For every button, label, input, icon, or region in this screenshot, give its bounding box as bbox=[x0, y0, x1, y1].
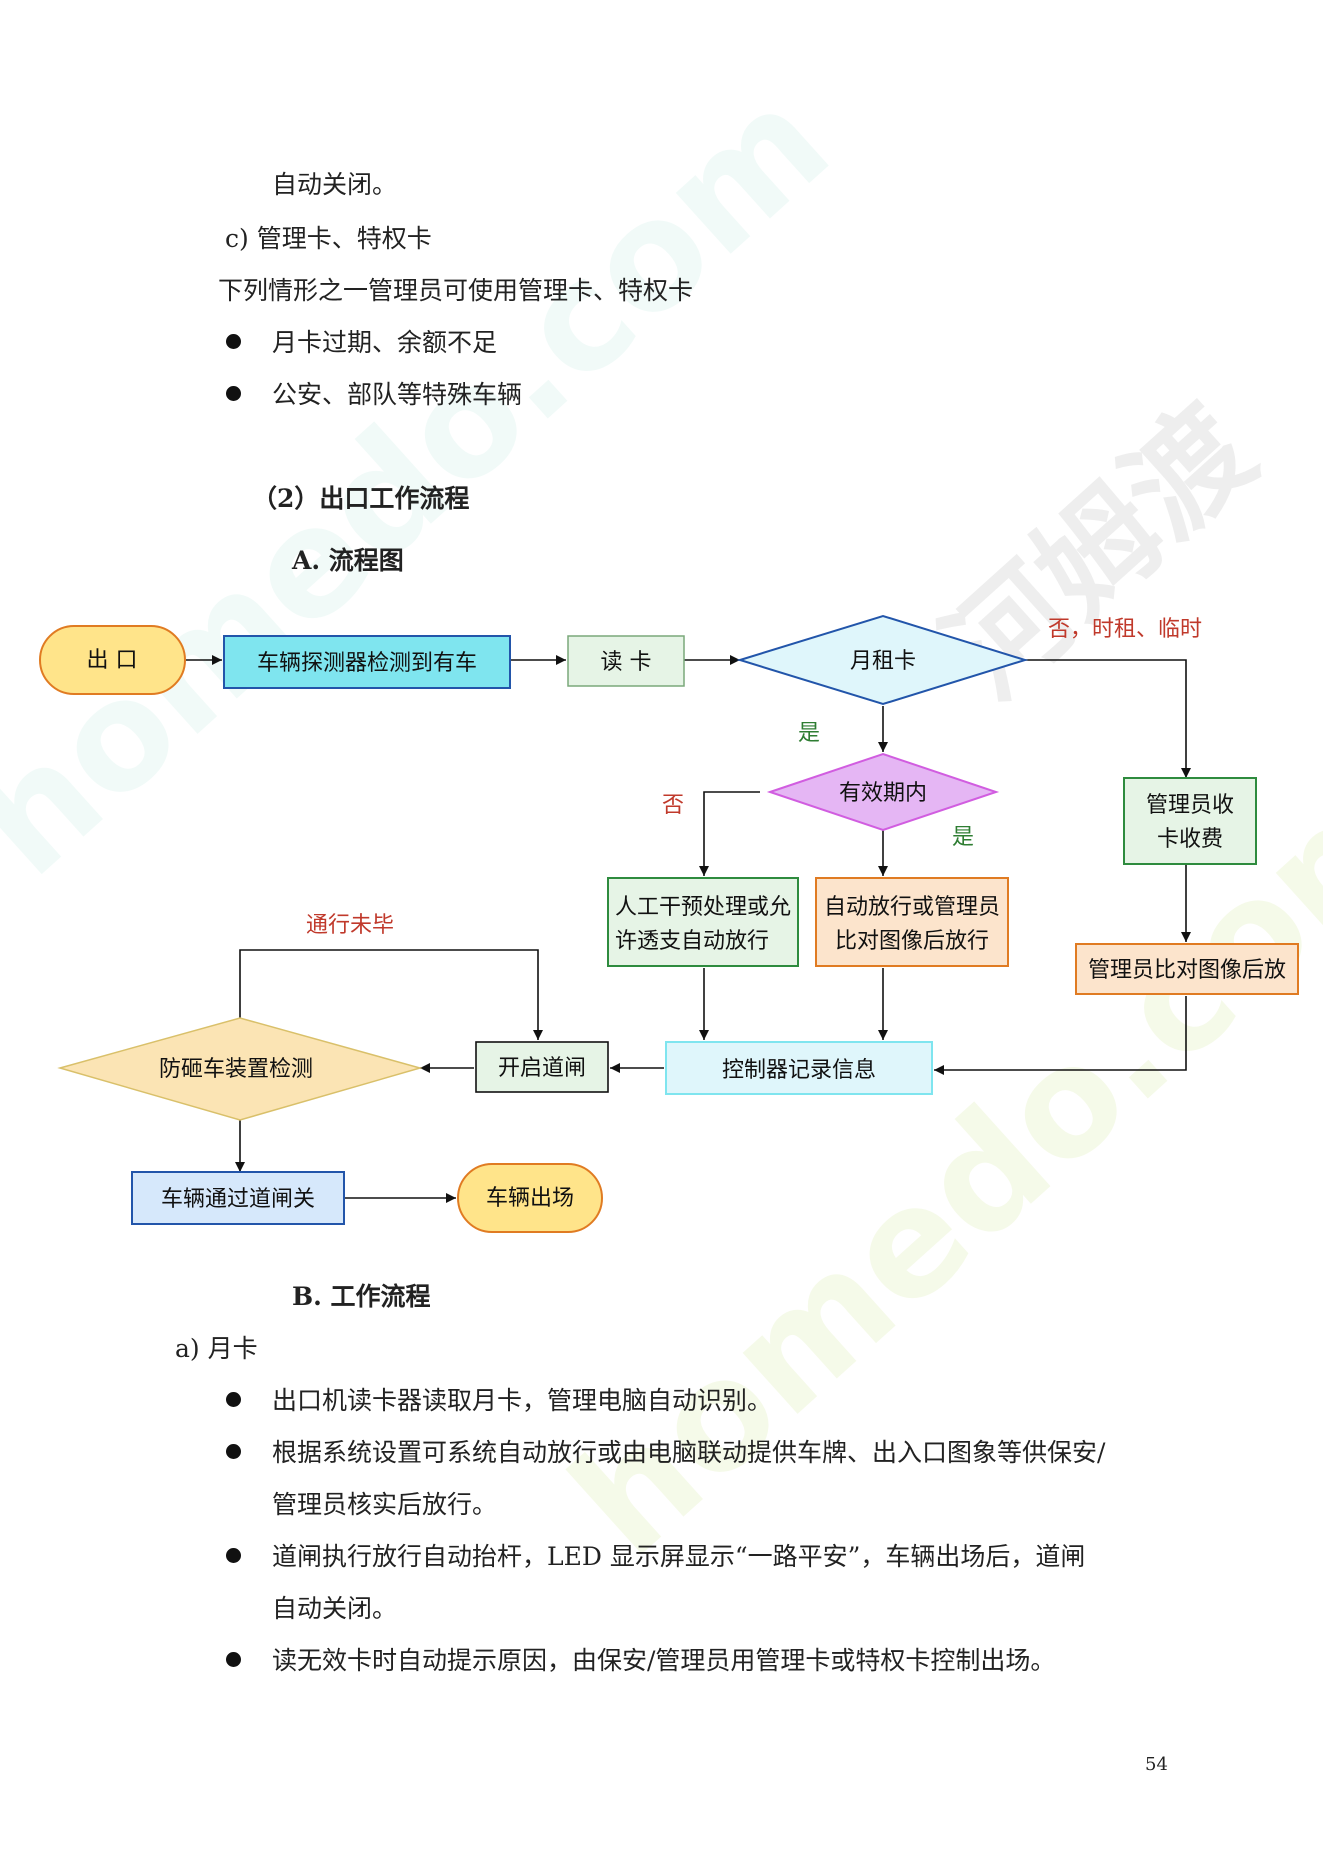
c-item-2: 公安、部队等特殊车辆 bbox=[272, 380, 523, 409]
auto-label-1: 自动放行或管理员 bbox=[824, 895, 1000, 920]
arrow bbox=[1025, 659, 1191, 778]
a-item-3-cont: 自动关闭。 bbox=[272, 1594, 398, 1623]
pass-close-label: 车辆通过道闸关 bbox=[161, 1187, 315, 1212]
manual-box bbox=[607, 877, 799, 967]
anti-crush-diamond bbox=[57, 1017, 423, 1121]
a-title: a) 月卡 bbox=[175, 1334, 258, 1363]
arrow bbox=[239, 949, 543, 1040]
open-gate-box bbox=[475, 1041, 609, 1093]
c-intro: 下列情形之一管理员可使用管理卡、特权卡 bbox=[218, 276, 694, 305]
bullet-dot bbox=[226, 334, 241, 349]
valid-label: 有效期内 bbox=[839, 781, 927, 806]
valid-diamond bbox=[766, 752, 1000, 832]
open-gate-label: 开启道闸 bbox=[498, 1056, 586, 1081]
leave-terminal bbox=[457, 1163, 603, 1233]
a-item-1: 出口机读卡器读取月卡，管理电脑自动识别。 bbox=[272, 1386, 773, 1415]
a-item-3: 道闸执行放行自动抬杆，LED 显示屏显示“一路平安”，车辆出场后，道闸 bbox=[272, 1542, 1086, 1571]
a-item-2-cont: 管理员核实后放行。 bbox=[272, 1490, 498, 1519]
a-item-4: 读无效卡时自动提示原因，由保安/管理员用管理卡或特权卡控制出场。 bbox=[272, 1646, 1056, 1675]
bullet-dot bbox=[226, 1444, 241, 1459]
detector-box bbox=[223, 635, 511, 689]
read-card-label: 读 卡 bbox=[601, 650, 652, 675]
record-box bbox=[665, 1041, 933, 1095]
manual-label-2: 许透支自动放行 bbox=[615, 929, 769, 954]
pass-close-box bbox=[131, 1171, 345, 1225]
record-label: 控制器记录信息 bbox=[722, 1058, 876, 1083]
leave-label: 车辆出场 bbox=[486, 1186, 574, 1211]
section-2-heading: （2）出口工作流程 bbox=[252, 484, 470, 513]
c-item-1: 月卡过期、余额不足 bbox=[272, 328, 498, 357]
fee-label-1: 管理员收 bbox=[1146, 793, 1234, 818]
bullet-dot bbox=[226, 386, 241, 401]
bullet-dot bbox=[226, 1652, 241, 1667]
label-yes-1: 是 bbox=[798, 721, 820, 746]
label-yes-2: 是 bbox=[952, 825, 974, 850]
label-no-2: 否 bbox=[662, 793, 684, 818]
monthly-diamond bbox=[736, 614, 1029, 706]
compare-box bbox=[1075, 943, 1299, 995]
label-no-hourly: 否，时租、临时 bbox=[1048, 617, 1202, 642]
text-line1: 自动关闭。 bbox=[272, 170, 398, 199]
arrow bbox=[699, 791, 760, 876]
auto-box bbox=[815, 877, 1009, 967]
bullet-dot bbox=[226, 1392, 241, 1407]
compare-label: 管理员比对图像后放 bbox=[1088, 958, 1286, 983]
a-item-2: 根据系统设置可系统自动放行或由电脑联动提供车牌、出入口图象等供保安/ bbox=[272, 1438, 1106, 1467]
arrow bbox=[934, 996, 1187, 1075]
fee-label-2: 卡收费 bbox=[1157, 827, 1223, 852]
bullet-dot bbox=[226, 1548, 241, 1563]
anti-crush-label: 防砸车装置检测 bbox=[159, 1057, 313, 1082]
subsection-c-title: c) 管理卡、特权卡 bbox=[225, 224, 432, 253]
sub-a-heading: A. 流程图 bbox=[292, 546, 404, 575]
exit-terminal bbox=[39, 625, 186, 695]
fee-box bbox=[1123, 777, 1257, 865]
monthly-label: 月租卡 bbox=[850, 649, 916, 674]
sub-b-heading: B. 工作流程 bbox=[292, 1282, 431, 1311]
label-unfinished: 通行未毕 bbox=[306, 913, 394, 938]
exit-label: 出 口 bbox=[87, 648, 138, 673]
read-card-box bbox=[567, 635, 685, 687]
auto-label-2: 比对图像后放行 bbox=[835, 929, 989, 954]
manual-label-1: 人工干预处理或允 bbox=[615, 895, 791, 920]
detector-label: 车辆探测器检测到有车 bbox=[257, 651, 477, 676]
page-number: 54 bbox=[1145, 1754, 1168, 1775]
